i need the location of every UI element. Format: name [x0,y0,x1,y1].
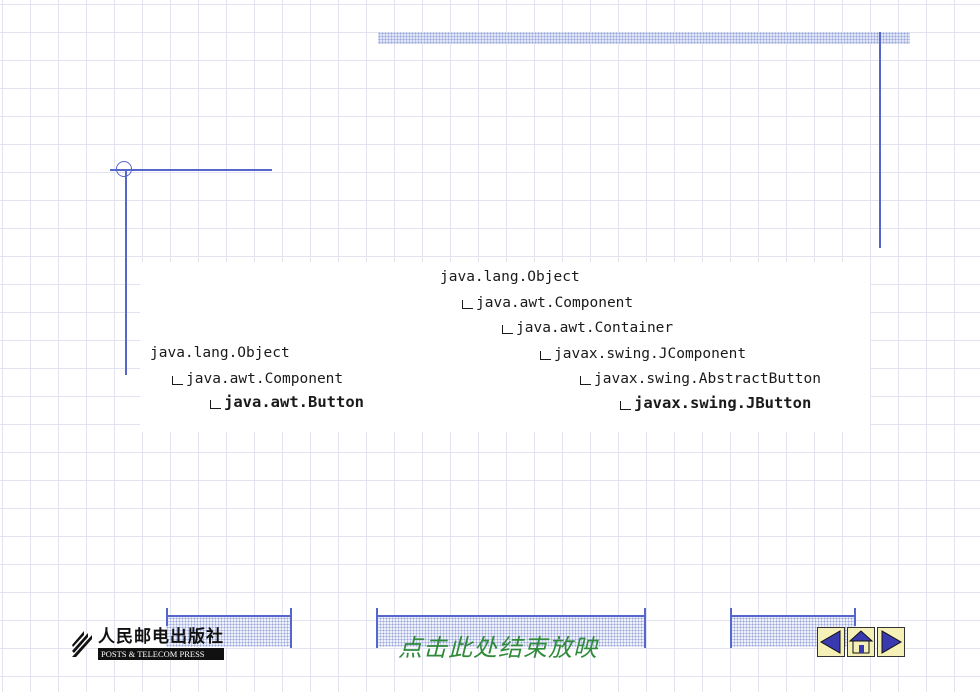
next-slide-button[interactable] [877,627,905,657]
left-horizontal-rule [110,169,272,171]
footer-tick [290,608,292,648]
right-tree-text-3: java.awt.Container [516,320,674,336]
tree-elbow-icon [462,299,473,309]
prev-slide-button[interactable] [817,627,845,657]
crosshair-ornament [116,161,132,177]
footer-tick [730,608,732,648]
footer-box-left [166,615,292,647]
right-tree-line-2: java.awt.Component [462,294,821,311]
right-tree-line-3: java.awt.Container [502,321,821,336]
content-panel [140,262,870,432]
left-class-tree: java.lang.Object java.awt.Component java… [150,346,364,411]
publisher-emblem-icon [72,631,92,657]
left-vertical-rule [125,170,127,375]
left-tree-line-1: java.lang.Object [150,345,290,361]
footer-tick [376,608,378,648]
publisher-text: 人民邮电出版社 POSTS & TELECOM PRESS [98,626,224,660]
tree-elbow-icon [580,376,591,385]
publisher-en: POSTS & TELECOM PRESS [98,647,224,660]
top-dotted-band [378,32,910,44]
publisher-logo: 人民邮电出版社 POSTS & TELECOM PRESS [70,625,230,663]
right-tree-line-4: javax.swing.JComponent [540,345,821,362]
tree-elbow-icon [210,400,221,409]
tree-elbow-icon [540,350,551,360]
right-tree-text-4: javax.swing.JComponent [554,345,747,362]
right-tree-line-1: java.lang.Object [440,269,580,285]
right-tree-text-6: javax.swing.JButton [634,393,812,412]
tree-elbow-icon [620,400,631,410]
right-tree-line-6: javax.swing.JButton [620,393,821,412]
left-tree-text-3: java.awt.Button [224,393,364,411]
footer-tick [644,608,646,648]
tree-elbow-icon [502,325,513,334]
publisher-name: 人民邮电出版社 [98,626,224,647]
right-tree-text-5: javax.swing.AbstractButton [594,371,821,387]
home-button[interactable] [847,627,875,657]
left-tree-line-3: java.awt.Button [210,393,364,411]
triangle-right-icon [881,630,902,654]
footer-tick [854,608,856,626]
tree-elbow-icon [172,375,183,385]
footer-box-center [376,615,646,647]
right-tree-text-2: java.awt.Component [476,294,634,311]
right-vertical-rule [879,32,881,248]
left-tree-line-2: java.awt.Component [172,370,364,387]
triangle-left-icon [820,630,841,654]
right-class-tree: java.lang.Object java.awt.Component java… [440,270,821,411]
left-tree-text-2: java.awt.Component [186,370,344,387]
footer-tick [166,608,168,626]
end-slideshow-link[interactable]: 点击此处结束放映 [398,634,598,662]
right-tree-line-5: javax.swing.AbstractButton [580,372,821,387]
home-icon [848,630,874,654]
